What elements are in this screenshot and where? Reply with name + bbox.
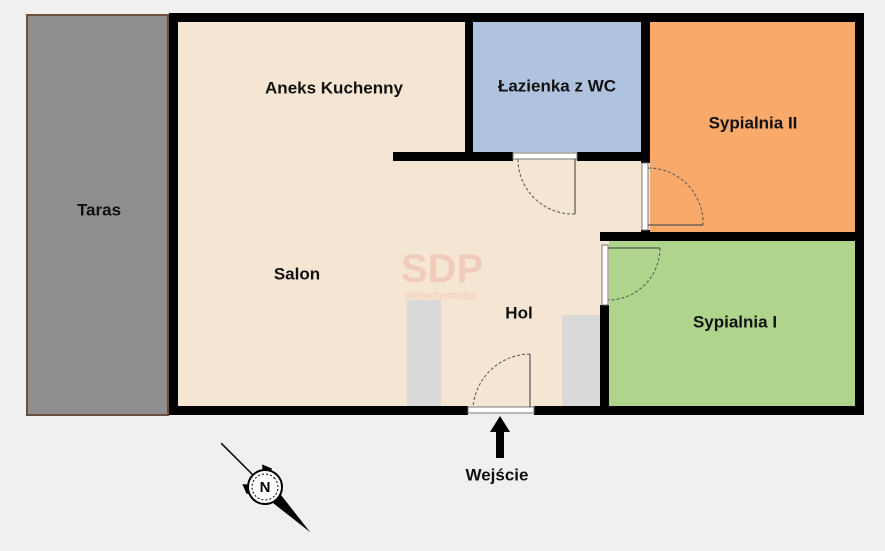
entrance-label: Wejście [465,465,528,484]
room-label-bathroom: Łazienka z WC [498,76,616,95]
bedroom-1-door[interactable] [601,244,661,306]
entrance-door[interactable] [467,353,535,414]
wardrobe-fixture [562,315,600,406]
wardrobe-fixture [407,300,441,406]
terrace-area [26,14,169,416]
walls [169,13,864,415]
entrance-arrow-icon [490,416,510,458]
bedroom-1-area [609,241,855,406]
room-label-hol: Hol [505,303,532,322]
room-label-kitchen: Aneks Kuchenny [265,78,403,97]
bathroom-door[interactable] [512,152,578,215]
compass-letter: N [260,479,271,496]
bedroom-2-door[interactable] [641,162,704,231]
compass-rose-icon: N [220,442,311,533]
watermark-brand: SDP [401,247,483,291]
room-label-taras: Taras [77,200,121,219]
bathroom-area [473,22,641,152]
room-label-bedroom-1: Sypialnia I [693,312,777,331]
room-label-bedroom-2: Sypialnia II [709,113,798,132]
watermark-sub: nieruchomości [406,290,477,302]
room-label-salon: Salon [274,264,320,283]
bedroom-2-area [650,22,855,232]
